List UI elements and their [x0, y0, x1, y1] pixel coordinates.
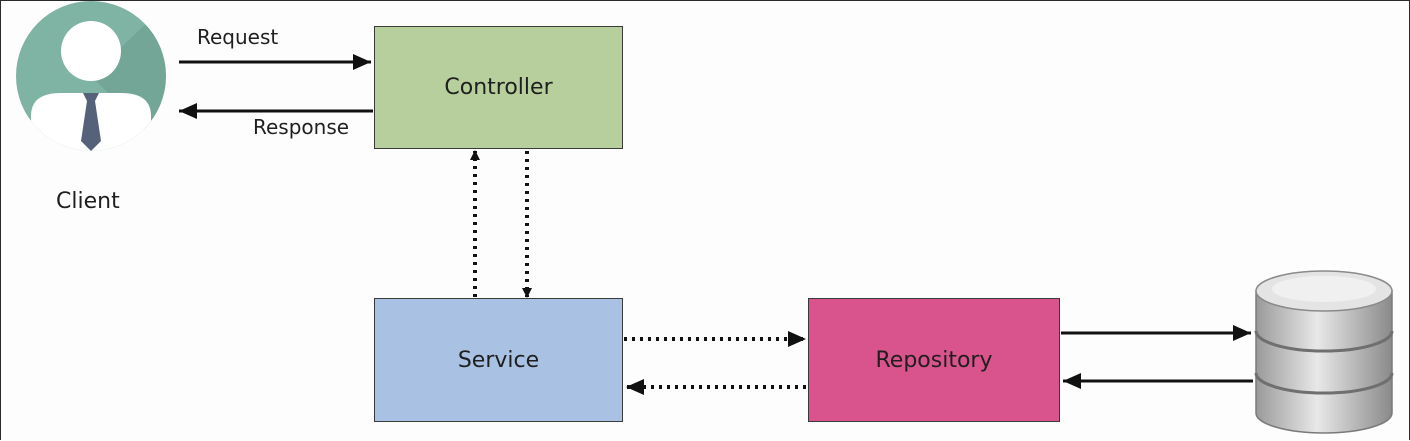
client-label: Client	[56, 189, 120, 214]
repository-label: Repository	[875, 347, 993, 373]
user-avatar-icon	[16, 1, 166, 151]
controller-label: Controller	[444, 75, 553, 100]
service-label: Service	[457, 347, 540, 373]
repository-box: Repository	[808, 298, 1060, 422]
request-label: Request	[197, 25, 279, 49]
database-icon	[1254, 270, 1394, 434]
controller-box: Controller	[374, 26, 623, 149]
response-label: Response	[253, 115, 350, 139]
service-box: Service	[374, 298, 623, 422]
